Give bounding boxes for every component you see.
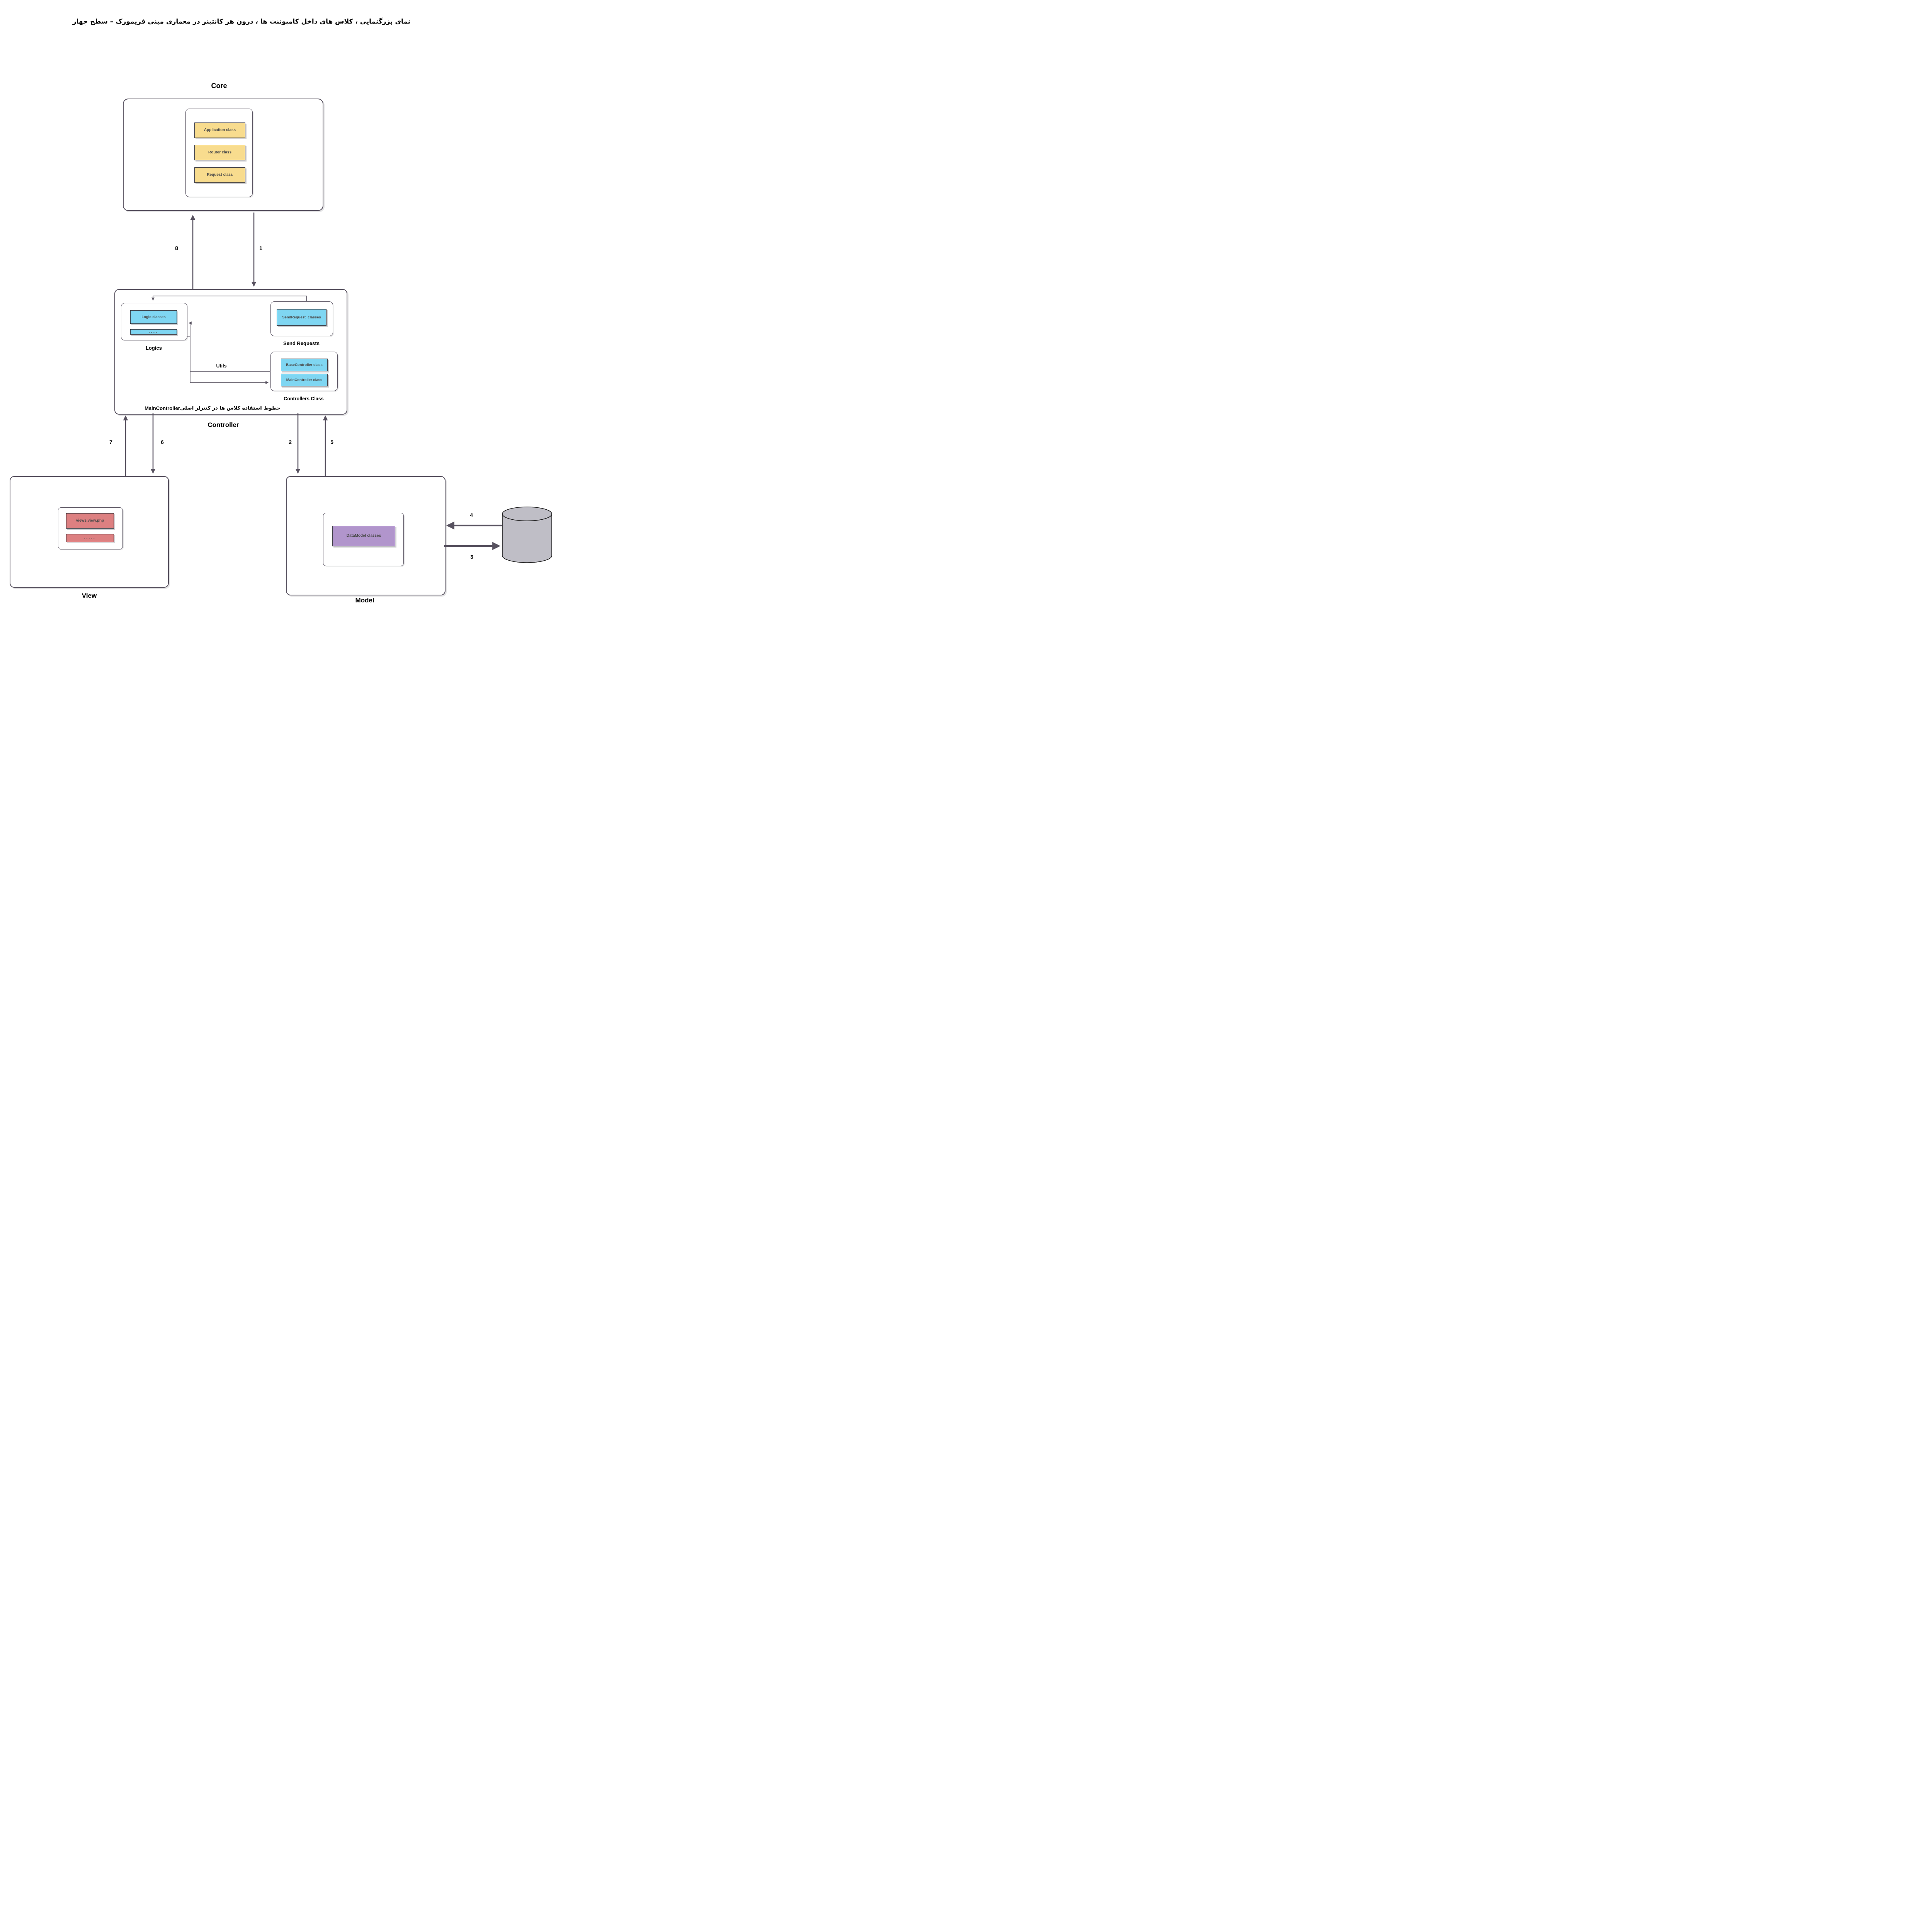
arrow-1-label: 1 [259,245,262,251]
send-request-class-box: SendRequest classes [277,309,327,326]
core-container-label: Core [211,82,227,90]
view-file-box: views.view.php [66,513,114,529]
view-container-label: View [82,592,97,599]
database-label-line2: DataSource [511,546,543,553]
page-title: نمای بزرگنمایی ، کلاس های داخل کامپوننت … [72,18,411,26]
arrow-6-label: 6 [161,439,164,445]
model-container-label: Model [355,597,374,604]
model-class-box: DataModel classes [332,526,395,546]
controller-container-label: Controller [207,421,239,429]
base-controller-class-box: BaseController class [281,359,328,371]
send-requests-label: Send Requests [283,340,320,346]
usage-note-persian: خطوط استفاده کلاس ها در کنترلر اصلی [180,405,281,411]
arrow-5-label: 5 [330,439,333,445]
arrow-2-label: 2 [289,439,292,445]
core-class-request: Request class [194,167,245,183]
arrow-3-label: 3 [470,554,473,560]
diagram-page: { "title": "نمای بزرگنمایی ، کلاس های دا… [0,0,562,614]
usage-note-latin: MainController [145,405,180,411]
database-label-line1: DataBase [514,536,541,543]
main-controller-class-box: MainController class [281,374,328,386]
database-cylinder [502,507,552,563]
logics-dots-box: ..... [130,329,177,335]
arrow-4-label: 4 [470,512,473,518]
core-class-router: Router class [194,145,245,160]
controllers-class-label: Controllers Class [284,396,324,401]
arrow-7-label: 7 [109,439,112,445]
arrow-8-label: 8 [175,245,178,251]
logics-label: Logics [146,345,162,351]
view-dots-box: ....... [66,534,114,542]
core-class-application: Application class [194,122,245,138]
logics-class-box: Logic classes [130,310,177,324]
utils-label: Utils [216,363,227,369]
